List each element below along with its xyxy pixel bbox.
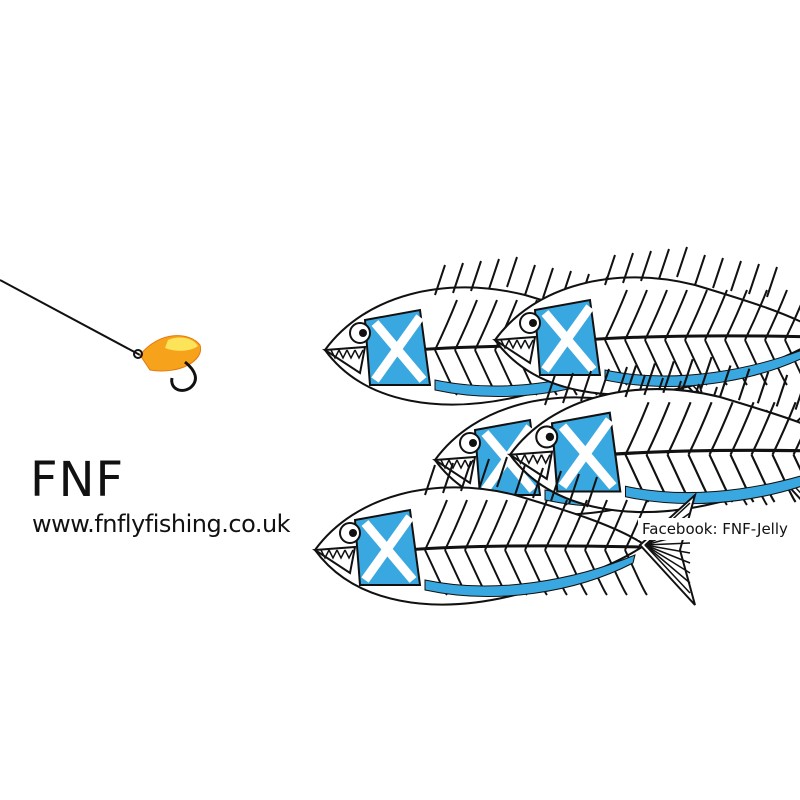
fly-lure-icon: [133, 335, 202, 392]
website-link[interactable]: www.fnflyfishing.co.uk: [32, 510, 291, 538]
fishing-line: [0, 279, 141, 356]
brand-name: FNF: [30, 452, 125, 508]
facebook-handle[interactable]: Facebook: FNF-Jelly: [638, 518, 792, 540]
fish-school: [311, 246, 800, 606]
skeleton-fish: [311, 456, 697, 606]
skeleton-fish: [491, 246, 800, 396]
skeleton-fish: [506, 356, 800, 514]
